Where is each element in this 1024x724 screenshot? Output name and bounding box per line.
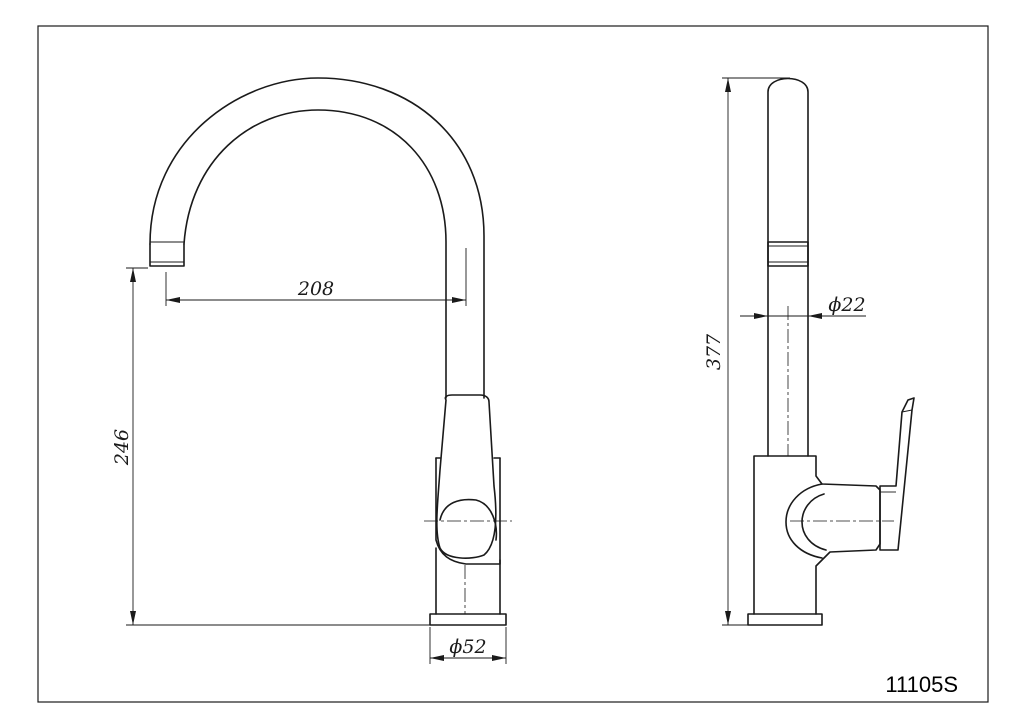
side-view: 377 ϕ22 xyxy=(703,77,915,626)
spout-outer-edge xyxy=(149,77,485,399)
height-arrow-top xyxy=(130,268,136,282)
spout-diameter-label: ϕ22 xyxy=(828,294,865,316)
side-handle-lever xyxy=(879,397,915,551)
side-base-flange xyxy=(747,613,823,626)
side-lever-edge xyxy=(901,409,913,413)
height-arrow-bottom xyxy=(130,611,136,625)
spout-height-label: 246 xyxy=(111,429,133,466)
spout-aerator xyxy=(149,243,185,267)
spout-reach-label: 208 xyxy=(297,278,334,300)
overall-arrow-bottom xyxy=(725,611,731,625)
side-handle-cartridge-inner xyxy=(801,493,827,551)
side-handle-cartridge xyxy=(785,483,823,559)
side-aerator xyxy=(767,241,809,267)
front-view: 208 246 ϕ52 xyxy=(111,77,512,664)
reach-arrow-left xyxy=(166,297,180,303)
handle-lever xyxy=(436,394,497,559)
tube-arrow-right xyxy=(808,313,822,319)
base-arrow-left xyxy=(430,655,444,661)
side-spout-tube xyxy=(767,77,809,457)
base-arrow-right xyxy=(492,655,506,661)
spout-inner-edge xyxy=(183,109,447,399)
base-diameter-label: ϕ52 xyxy=(449,636,486,658)
side-body xyxy=(753,455,881,615)
reach-arrow-right xyxy=(452,297,466,303)
tube-arrow-left xyxy=(754,313,768,319)
overall-height-label: 377 xyxy=(703,333,725,370)
faucet-body xyxy=(435,457,501,565)
base-flange xyxy=(429,613,507,626)
handle-cartridge-curve xyxy=(439,498,498,541)
product-code: 11105S xyxy=(885,672,958,697)
overall-arrow-top xyxy=(725,78,731,92)
drawing-frame xyxy=(37,25,989,703)
